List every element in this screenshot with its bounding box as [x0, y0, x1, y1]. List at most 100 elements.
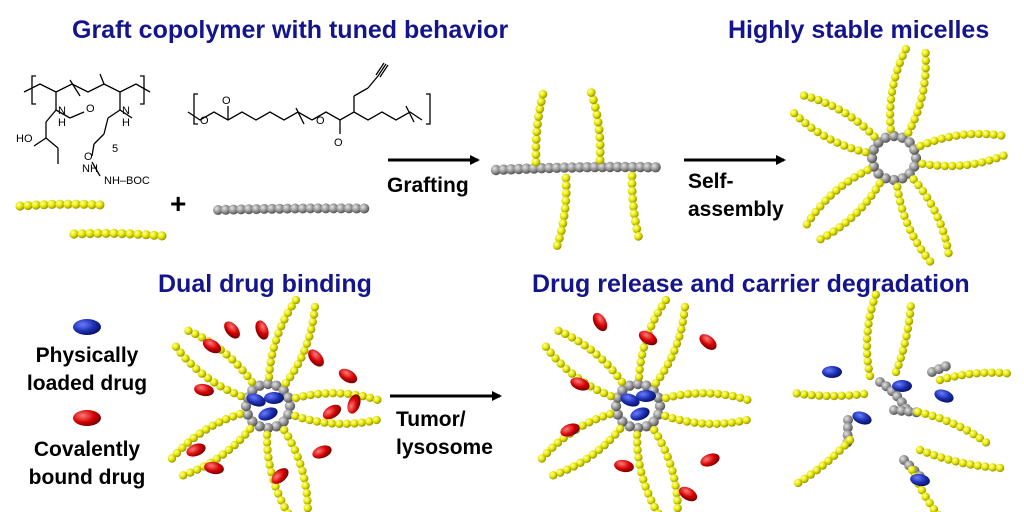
graft-arm — [593, 117, 603, 127]
release-micelle-core — [632, 422, 644, 434]
release-micelle-arm — [713, 389, 723, 399]
release-micelle-core — [641, 421, 652, 432]
graft-arm — [531, 150, 541, 159]
graft-arm — [594, 125, 604, 134]
degraded-arm — [818, 461, 827, 470]
degraded-fragment — [843, 415, 853, 425]
loaded-micelle-arm — [309, 310, 319, 319]
release-micelle-arm — [720, 419, 729, 428]
stable-micelle-arm — [902, 218, 912, 228]
loaded-micelle-arm — [262, 438, 272, 447]
degraded-arm — [965, 369, 974, 379]
label-self: Self- — [688, 170, 734, 193]
loaded-micelle-arm — [192, 364, 201, 373]
release-micelle-arm — [578, 421, 587, 430]
degraded-arm — [862, 349, 872, 358]
release-micelle-arm — [549, 471, 558, 480]
loaded-micelle-arm — [298, 414, 307, 423]
release-micelle-arm — [650, 315, 659, 324]
release-micelle-arm — [650, 425, 659, 435]
release-micelle-core — [654, 400, 666, 412]
physical-drug — [246, 393, 266, 407]
release-micelle-arm — [706, 389, 715, 398]
degraded-fragment — [940, 361, 951, 372]
release-micelle-core — [624, 380, 635, 391]
graft-arm — [634, 231, 643, 241]
loaded-micelle-arm — [203, 373, 213, 383]
degraded-arm — [902, 331, 911, 341]
legend-physical-drug-icon — [73, 319, 101, 335]
release-micelle-arm — [537, 454, 547, 463]
degraded-arm — [799, 390, 809, 399]
degraded-arm — [829, 391, 839, 401]
grey-chain-hydrophobic — [236, 204, 247, 215]
stable-micelle-arm — [930, 136, 939, 145]
graft-arm — [531, 157, 541, 167]
stable-micelle-arm — [921, 251, 930, 260]
loaded-micelle-arm — [357, 418, 366, 427]
loaded-micelle-arm — [297, 353, 306, 362]
graft-arm — [632, 224, 642, 234]
graft-arm — [595, 132, 605, 142]
grey-chain-hydrophobic — [320, 203, 331, 214]
stable-micelle-arm — [832, 186, 841, 195]
covalent-drug — [638, 330, 658, 346]
loaded-micelle-arm — [201, 425, 211, 434]
stable-micelle-arm — [811, 207, 820, 217]
loaded-micelle-arm — [189, 433, 198, 443]
loaded-micelle-arm — [218, 450, 228, 459]
release-micelle-arm — [743, 395, 752, 404]
degraded-fragment — [842, 422, 853, 433]
release-micelle-arm — [672, 339, 682, 348]
loaded-micelle-arm — [342, 419, 352, 428]
loaded-micelle-arm — [227, 355, 237, 364]
stable-micelle-arm — [802, 220, 811, 229]
release-micelle-arm — [569, 462, 578, 471]
degraded-arm — [942, 416, 951, 426]
release-micelle-arm — [592, 350, 601, 359]
stable-micelle-arm — [813, 127, 822, 137]
stable-micelle-arm — [841, 218, 850, 227]
stable-micelle-arm — [918, 159, 927, 168]
stable-micelle-arm — [819, 131, 829, 140]
loaded-micelle-arm — [184, 326, 193, 335]
loaded-micelle-arm — [296, 459, 305, 469]
grey-chain-hydrophobic — [305, 203, 316, 214]
degraded-arm — [921, 492, 930, 501]
yellow-chain-hydrophilic — [109, 228, 119, 238]
loaded-micelle-arm — [238, 366, 247, 375]
release-micelle-arm — [556, 359, 565, 368]
loaded-micelle-arm — [298, 466, 307, 476]
chem-structure-polymer — [23, 73, 151, 177]
chem-nh: NH — [82, 163, 98, 175]
stable-micelle-arm — [862, 197, 871, 206]
covalent-drug — [271, 468, 289, 484]
loaded-micelle-arm — [291, 393, 301, 403]
loaded-micelle-core — [262, 378, 274, 390]
title-drug-release: Drug release and carrier degradation — [532, 270, 970, 298]
stable-micelle-arm — [814, 95, 823, 105]
released-physical-drug — [892, 380, 912, 392]
release-micelle-arm — [639, 475, 648, 484]
degraded-arm — [935, 375, 945, 385]
stable-micelle-arm — [923, 139, 932, 148]
physical-drug — [264, 392, 284, 404]
release-micelle-arm — [670, 346, 679, 355]
release-micelle-arm — [576, 458, 585, 467]
degraded-arm — [812, 466, 821, 475]
yellow-chain-hydrophilic — [133, 229, 143, 239]
release-micelle-arm — [594, 445, 604, 455]
yellow-chain-hydrophilic — [63, 199, 73, 209]
graft-arm — [535, 104, 545, 114]
stable-micelle-arm — [789, 109, 799, 118]
covalent-drug — [592, 312, 608, 332]
graft-arm — [538, 89, 548, 99]
loaded-micelle-arm — [284, 509, 293, 512]
release-micelle-arm — [677, 325, 686, 334]
loaded-micelle-arm — [310, 302, 320, 312]
loaded-micelle-arm — [247, 377, 256, 387]
loaded-micelle-arm — [306, 390, 315, 400]
loaded-micelle-arm — [327, 419, 337, 428]
loaded-micelle-arm — [271, 482, 280, 491]
